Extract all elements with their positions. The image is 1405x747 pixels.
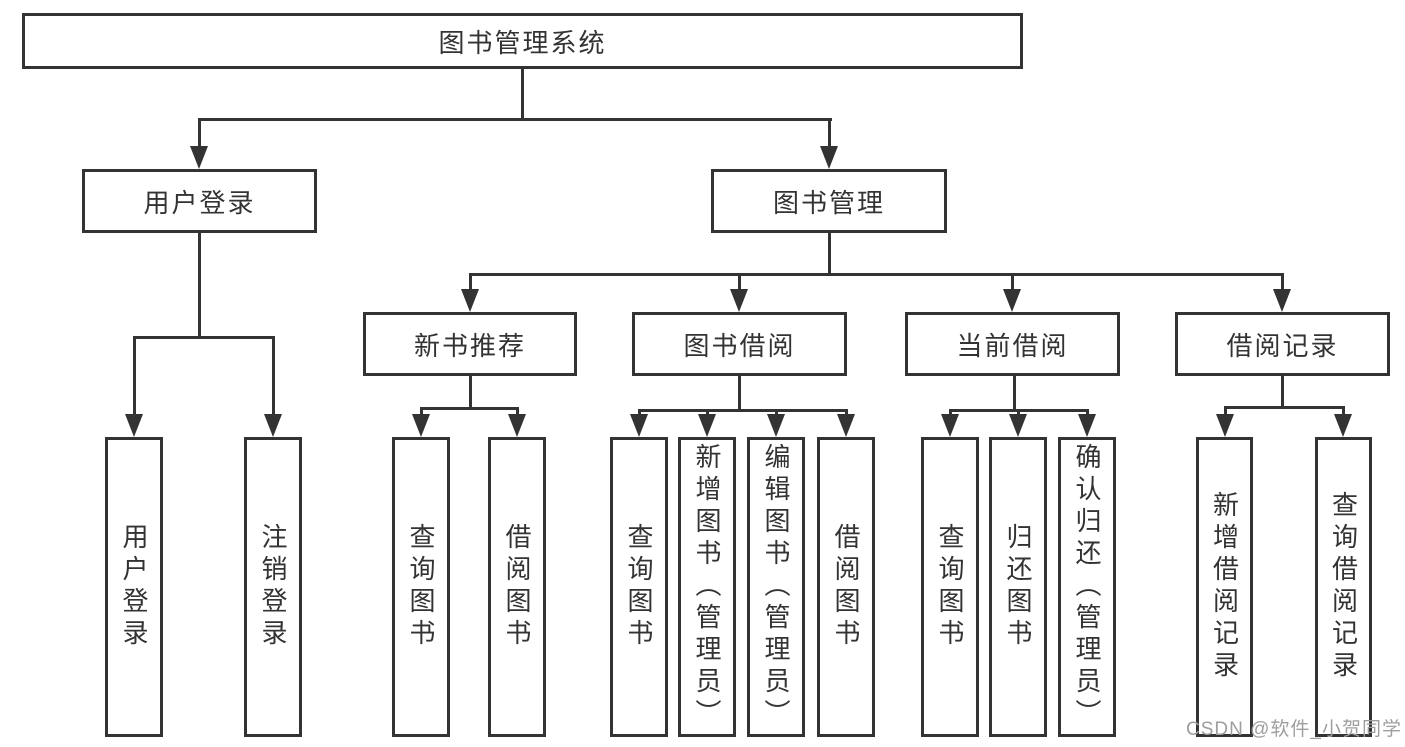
connector-drop-leaf bbox=[949, 409, 952, 414]
arrow-down-icon bbox=[190, 146, 208, 169]
leaf-return-books: 归还图书 bbox=[989, 437, 1047, 737]
connector-drop-leaf bbox=[1017, 409, 1020, 414]
node-book-management-system: 图书管理系统 bbox=[22, 13, 1023, 69]
arrow-down-icon bbox=[1216, 414, 1234, 437]
leaf-borrow-books: 借阅图书 bbox=[817, 437, 875, 737]
arrow-down-icon bbox=[941, 414, 959, 437]
node-borrowing-records: 借阅记录 bbox=[1175, 312, 1390, 376]
arrow-down-icon bbox=[508, 414, 526, 437]
connector-group-hbar bbox=[1224, 406, 1345, 409]
node-new-book-recommend: 新书推荐 bbox=[363, 312, 577, 376]
arrow-down-icon bbox=[1273, 289, 1291, 312]
leaf-label: 新增借阅记录 bbox=[1209, 491, 1240, 683]
connector-drop-group bbox=[1011, 273, 1014, 289]
connector-user-login-hbar bbox=[133, 336, 275, 339]
leaf-label: 借阅图书 bbox=[831, 523, 861, 651]
arrow-down-icon bbox=[1003, 289, 1021, 312]
arrow-down-icon bbox=[1334, 414, 1352, 437]
node-book-borrowing: 图书借阅 bbox=[632, 312, 847, 376]
arrow-down-icon bbox=[820, 146, 838, 169]
connector-drop-leaf bbox=[516, 407, 519, 414]
connector-drop-leaf bbox=[775, 409, 778, 414]
leaf-edit-books-admin: 编辑图书（管理员） bbox=[747, 437, 805, 737]
leaf-label: 确认归还（管理员） bbox=[1072, 443, 1102, 731]
leaf-label: 借阅图书 bbox=[502, 523, 532, 651]
connector-level1-hbar bbox=[199, 118, 832, 121]
arrow-down-icon bbox=[837, 414, 855, 437]
connector-drop-book-management bbox=[828, 118, 831, 146]
connector-drop-leaf bbox=[272, 336, 275, 414]
leaf-add-books-admin: 新增图书（管理员） bbox=[678, 437, 736, 737]
leaf-label: 归还图书 bbox=[1003, 523, 1033, 651]
connector-root-stem bbox=[521, 69, 524, 118]
node-book-management: 图书管理 bbox=[711, 169, 947, 233]
arrow-down-icon bbox=[767, 414, 785, 437]
leaf-add-borrow-record: 新增借阅记录 bbox=[1196, 437, 1253, 737]
csdn-watermark: CSDN @软件_小贺同学 bbox=[1186, 719, 1402, 740]
connector-drop-leaf bbox=[133, 336, 136, 414]
connector-group-stem bbox=[469, 376, 472, 407]
leaf-label: 查询图书 bbox=[935, 523, 965, 651]
connector-level3-hbar bbox=[470, 273, 1284, 276]
connector-drop-leaf bbox=[1224, 406, 1227, 414]
arrow-down-icon bbox=[412, 414, 430, 437]
connector-group-stem bbox=[1281, 376, 1284, 406]
leaf-label: 新增图书（管理员） bbox=[692, 443, 722, 731]
node-user-login: 用户登录 bbox=[82, 169, 317, 233]
leaf-logout: 注销登录 bbox=[244, 437, 302, 737]
connector-group-stem bbox=[1013, 376, 1016, 409]
leaf-query-borrow-record: 查询借阅记录 bbox=[1315, 437, 1372, 737]
connector-drop-leaf bbox=[1086, 409, 1089, 414]
arrow-down-icon bbox=[630, 414, 648, 437]
leaf-confirm-return-admin: 确认归还（管理员） bbox=[1058, 437, 1116, 737]
connector-drop-group bbox=[469, 273, 472, 289]
connector-drop-group bbox=[738, 273, 741, 289]
arrow-down-icon bbox=[264, 414, 282, 437]
connector-group-stem bbox=[738, 376, 741, 409]
arrow-down-icon bbox=[125, 414, 143, 437]
connector-book-mgmt-stem bbox=[828, 233, 831, 273]
leaf-borrow-books-recommend: 借阅图书 bbox=[488, 437, 546, 737]
node-current-borrowing: 当前借阅 bbox=[905, 312, 1120, 376]
leaf-label: 注销登录 bbox=[258, 523, 288, 651]
connector-drop-leaf bbox=[1342, 406, 1345, 414]
leaf-label: 查询图书 bbox=[624, 523, 654, 651]
connector-drop-user-login bbox=[198, 118, 201, 146]
leaf-label: 编辑图书（管理员） bbox=[761, 443, 791, 731]
connector-group-hbar bbox=[420, 407, 519, 410]
arrow-down-icon bbox=[1078, 414, 1096, 437]
leaf-label: 查询借阅记录 bbox=[1328, 491, 1359, 683]
connector-drop-leaf bbox=[845, 409, 848, 414]
connector-group-hbar bbox=[638, 409, 848, 412]
connector-drop-group bbox=[1281, 273, 1284, 289]
leaf-query-books-borrowing: 查询图书 bbox=[610, 437, 668, 737]
leaf-query-books-recommend: 查询图书 bbox=[392, 437, 450, 737]
connector-drop-leaf bbox=[420, 407, 423, 414]
connector-user-login-stem bbox=[198, 233, 201, 336]
arrow-down-icon bbox=[1009, 414, 1027, 437]
leaf-user-login: 用户登录 bbox=[105, 437, 163, 737]
connector-drop-leaf bbox=[706, 409, 709, 414]
leaf-label: 查询图书 bbox=[406, 523, 436, 651]
leaf-query-books-current: 查询图书 bbox=[921, 437, 979, 737]
leaf-label: 用户登录 bbox=[119, 523, 149, 651]
arrow-down-icon bbox=[461, 289, 479, 312]
connector-drop-leaf bbox=[638, 409, 641, 414]
arrow-down-icon bbox=[730, 289, 748, 312]
arrow-down-icon bbox=[698, 414, 716, 437]
